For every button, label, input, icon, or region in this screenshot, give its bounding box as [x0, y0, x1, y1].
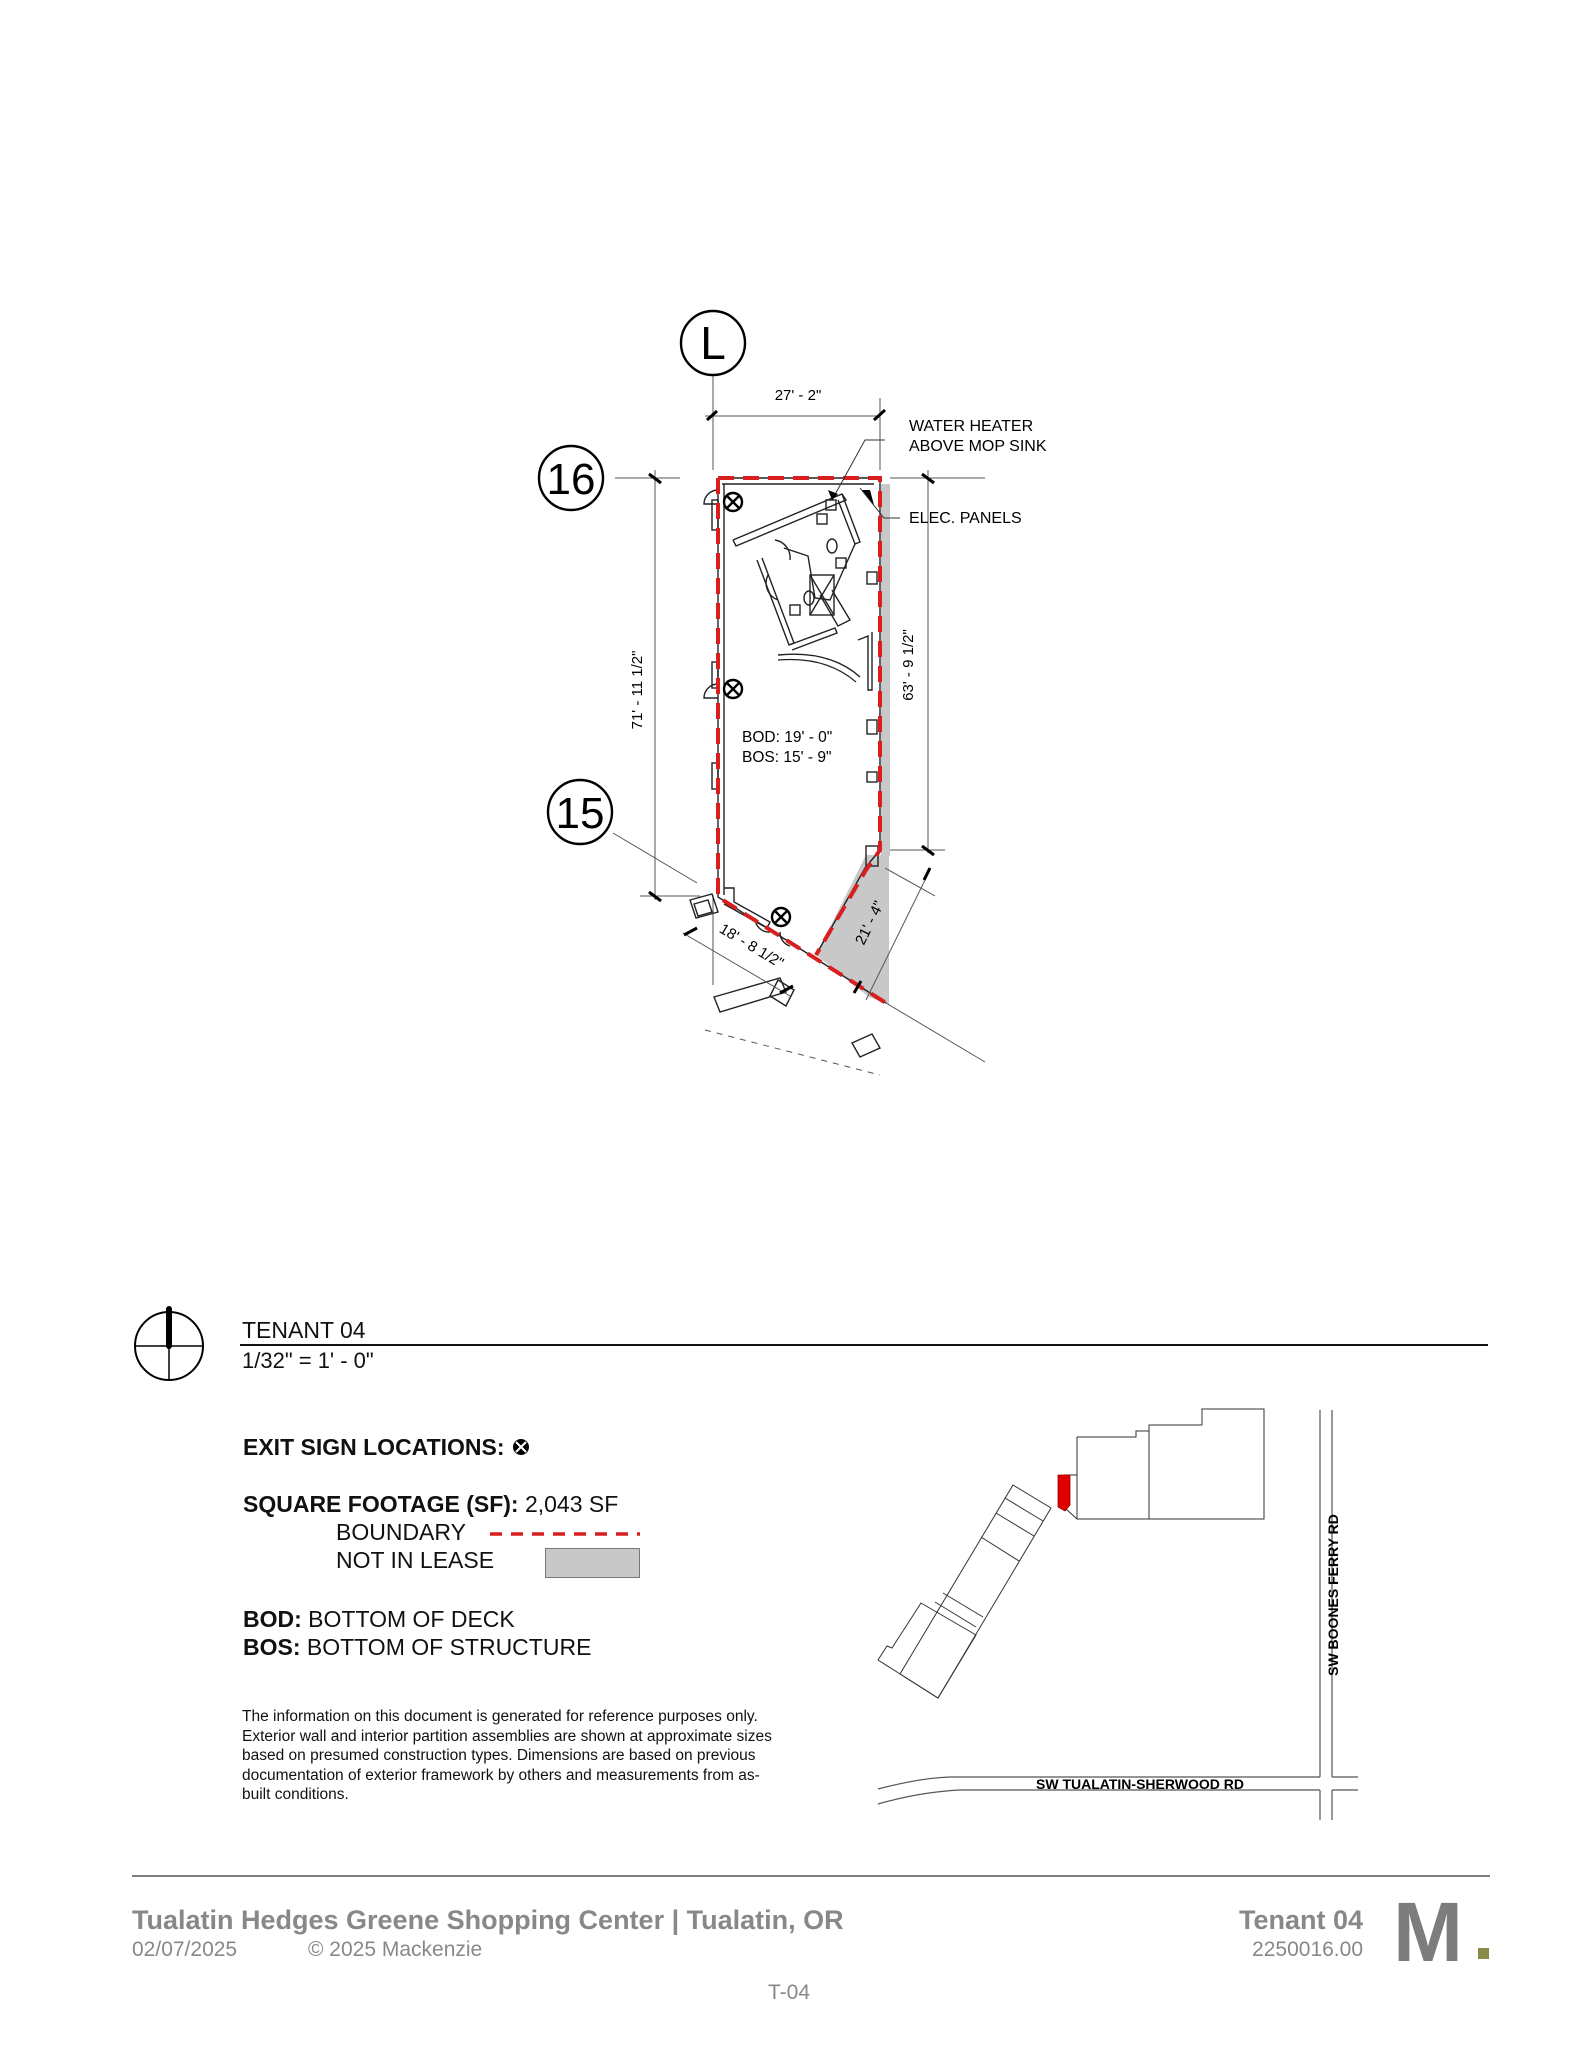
grid-bubble-L: L [679, 309, 747, 377]
legend-boundary: BOUNDARY [336, 1519, 466, 1546]
bod-height-label: BOD: 19' - 0" [742, 729, 832, 746]
dim-left-height: 71' - 11 1/2" [629, 651, 646, 730]
legend-bos-desc: BOTTOM OF STRUCTURE [306, 1634, 592, 1660]
tenant-highlight [1057, 1474, 1071, 1512]
road-label-tualatin-sherwood: SW TUALATIN-SHERWOOD RD [1036, 1776, 1244, 1792]
legend-bos: BOS: BOTTOM OF STRUCTURE [243, 1634, 591, 1661]
drawing-scale: 1/32" = 1' - 0" [242, 1348, 374, 1373]
svg-text:15: 15 [556, 789, 605, 838]
not-in-lease-areas [816, 484, 890, 1005]
svg-text:L: L [700, 317, 726, 369]
title-underline [240, 1344, 1488, 1346]
legend-bos-key: BOS: [243, 1634, 301, 1660]
legend-bod-key: BOD: [243, 1606, 302, 1632]
exit-sign-icon [770, 906, 792, 928]
exit-sign-icon [512, 1439, 529, 1455]
callout-water-heater: WATER HEATER ABOVE MOP SINK [828, 418, 1047, 501]
dimension-lines [640, 398, 986, 1063]
footer-project-number: 2250016.00 [1252, 1938, 1363, 1961]
legend-square-footage: SQUARE FOOTAGE (SF): 2,043 SF [243, 1491, 618, 1518]
callout-elec-panels: ELEC. PANELS [859, 487, 1022, 527]
legend-sf-value: 2,043 SF [524, 1491, 619, 1517]
key-map: SW BOONES FERRY RD SW TUALATIN-SHERWOOD … [877, 1408, 1358, 1820]
grid-lines [612, 375, 985, 985]
grid-bubble-15: 15 [546, 778, 614, 846]
north-arrow-icon [134, 1306, 204, 1381]
svg-text:ELEC. PANELS: ELEC. PANELS [909, 510, 1022, 527]
logo-dot-icon [1478, 1948, 1489, 1959]
exit-sign-icon [722, 491, 744, 513]
footer-project-name: Tualatin Hedges Greene Shopping Center |… [132, 1905, 844, 1935]
dim-front-diagonal: 18' - 8 1/2" [716, 920, 786, 971]
footer-tenant: Tenant 04 [1238, 1905, 1363, 1935]
bos-height-label: BOS: 15' - 9" [742, 749, 831, 766]
floor-plan: L 16 15 [537, 309, 1047, 1076]
exit-sign-icon [722, 678, 744, 700]
lease-boundary [716, 476, 888, 1005]
svg-text:16: 16 [547, 455, 596, 504]
not-in-lease-swatch [545, 1548, 640, 1578]
footer-date: 02/07/2025 [132, 1938, 238, 1961]
footer-divider [132, 1875, 1490, 1877]
dim-right-height: 63' - 9 1/2" [900, 629, 917, 701]
legend-not-in-lease-label: NOT IN LEASE [336, 1547, 495, 1573]
mackenzie-logo: M [1393, 1885, 1463, 1979]
grid-bubble-16: 16 [537, 444, 605, 512]
legend-bod: BOD: BOTTOM OF DECK [243, 1606, 515, 1633]
legend-exit-label: EXIT SIGN LOCATIONS: [243, 1434, 505, 1460]
legend-sf-label: SQUARE FOOTAGE (SF): [243, 1491, 519, 1517]
disclaimer-text: The information on this document is gene… [242, 1708, 772, 1804]
boundary-line-swatch [490, 1532, 640, 1536]
legend-exit-signs: EXIT SIGN LOCATIONS: [243, 1434, 531, 1461]
svg-text:WATER HEATER: WATER HEATER [909, 418, 1033, 435]
road-label-boones-ferry: SW BOONES FERRY RD [1325, 1514, 1341, 1676]
legend-bod-desc: BOTTOM OF DECK [308, 1606, 515, 1632]
legend-boundary-label: BOUNDARY [336, 1519, 466, 1545]
dimension-ticks [648, 408, 935, 995]
dim-top-width: 27' - 2" [775, 387, 822, 404]
svg-text:ABOVE MOP SINK: ABOVE MOP SINK [909, 438, 1047, 455]
dashed-line [704, 1029, 881, 1076]
legend-not-in-lease: NOT IN LEASE [336, 1547, 494, 1574]
drawing-title: TENANT 04 [242, 1317, 366, 1343]
footer-copyright: © 2025 Mackenzie [308, 1938, 483, 1961]
sheet-number: T-04 [768, 1981, 811, 2004]
